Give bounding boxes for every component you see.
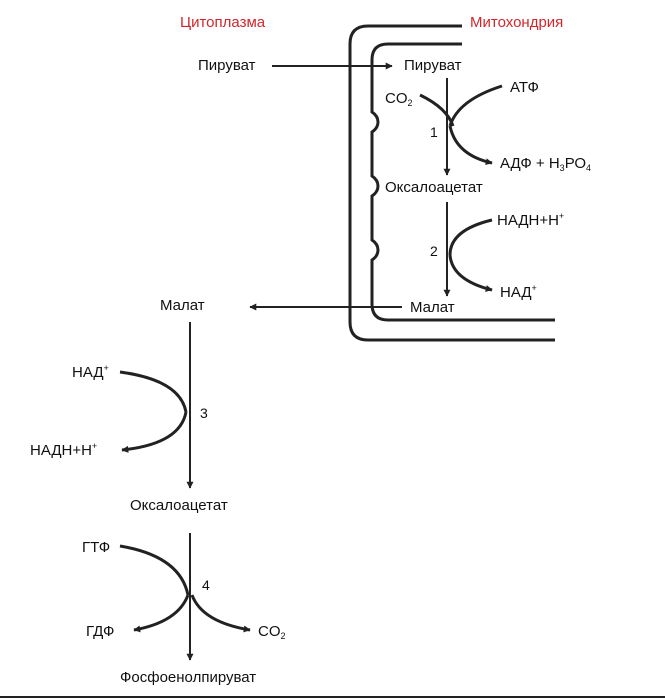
step-2-number: 2	[430, 243, 438, 259]
mito-nadh-label: НАДН+Н+	[497, 211, 565, 229]
cytoplasm-header: Цитоплазма	[180, 14, 266, 31]
outer-membrane	[348, 24, 555, 342]
step2-nadh-curve	[448, 218, 493, 256]
step4-gdp-arrow	[133, 594, 190, 633]
step3-nad-curve	[119, 370, 188, 413]
phosphoenolpyruvate-label: Фосфоенолпируват	[120, 669, 257, 686]
cyto-nad-label: НАД+	[72, 363, 109, 381]
inner-membrane	[370, 42, 555, 322]
step1-atp-curve	[448, 84, 503, 127]
cyto-co2-label: CO2	[258, 623, 286, 641]
step4-co2-arrow	[190, 594, 251, 633]
step2-nad-arrow	[448, 254, 493, 292]
mito-nad-label: НАД+	[500, 283, 537, 301]
mitochondria-header: Митохондрия	[470, 14, 564, 31]
mito-pyruvate-label: Пируват	[404, 57, 462, 74]
mito-co2-label: CO2	[385, 90, 413, 108]
step4-gtp-curve	[119, 544, 190, 596]
step-4-number: 4	[202, 577, 210, 593]
atp-label: АТФ	[510, 79, 539, 96]
gdp-label: ГДФ	[86, 623, 115, 640]
bottom-border	[0, 696, 665, 698]
step1-adp-arrow	[448, 125, 493, 166]
adp-phosphate-label: АДФ + Н3РО4	[500, 155, 592, 173]
mito-oxaloacetate-label: Оксалоацетат	[385, 179, 483, 196]
cytoplasm-malate-label: Малат	[160, 297, 205, 314]
cytoplasm-oxaloacetate-label: Оксалоацетат	[130, 497, 228, 514]
step3-nadh-arrow	[121, 411, 188, 453]
cyto-nadh-label: НАДН+Н+	[30, 441, 98, 459]
cytoplasm-pyruvate-label: Пируват	[198, 57, 256, 74]
gtp-label: ГТФ	[82, 539, 111, 556]
step1-co2-curve	[419, 93, 455, 127]
step-3-number: 3	[200, 405, 208, 421]
step-1-number: 1	[430, 124, 438, 140]
mito-malate-label: Малат	[410, 299, 455, 316]
